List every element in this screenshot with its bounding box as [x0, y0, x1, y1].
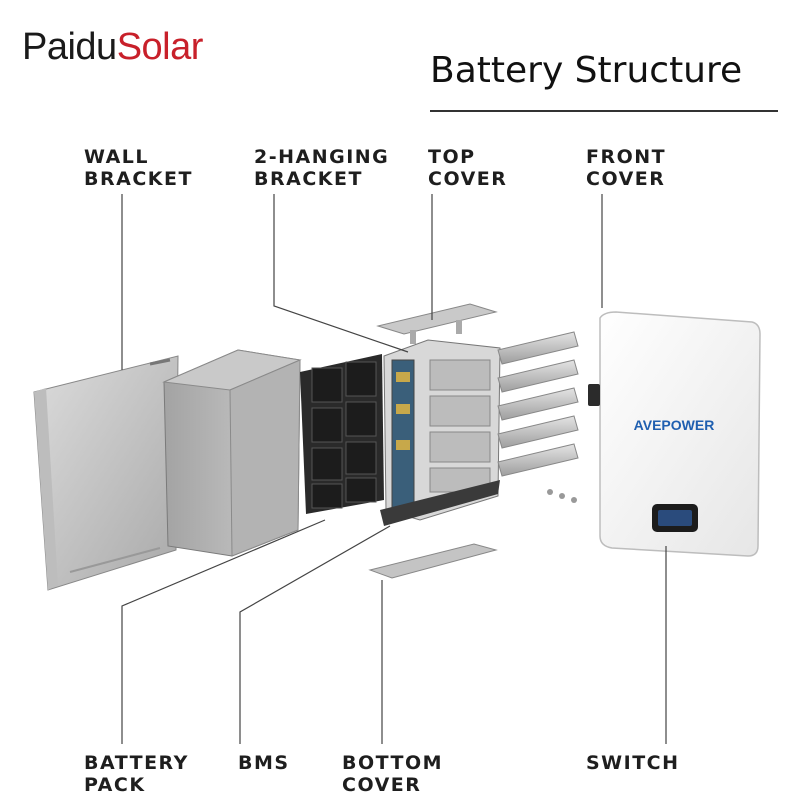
label-top-cover: TOP COVER [428, 146, 508, 190]
leader-bms [239, 525, 391, 744]
title-underline [430, 110, 778, 112]
leader-battery-pack [121, 519, 326, 744]
battery-pack-part [300, 354, 384, 514]
bms-frame-part [380, 339, 501, 526]
page-title: Battery Structure [430, 50, 743, 91]
brand-name-part2: Solar [116, 26, 204, 68]
side-switch [588, 384, 600, 406]
bottom-cover-part [368, 543, 498, 579]
leader-lines [121, 194, 667, 744]
label-bottom-cover: BOTTOM COVER [342, 752, 444, 796]
label-front-cover: FRONT COVER [586, 146, 667, 190]
label-battery-pack: BATTERY PACK [84, 752, 189, 796]
front-cover-part: AVEPOWER [588, 311, 761, 557]
label-hanging-bracket: 2-HANGING BRACKET [254, 146, 390, 190]
brand-logo: PaiduSolar [22, 26, 203, 69]
battery-case-part [162, 349, 302, 557]
brand-name-part1: Paidu [22, 26, 117, 68]
side-rails-part [497, 331, 579, 503]
label-switch: SWITCH [586, 752, 680, 774]
top-cover-part [376, 303, 498, 344]
label-bms: BMS [238, 752, 290, 774]
wall-bracket-part [33, 355, 179, 591]
leader-hanging-bracket [273, 194, 409, 353]
product-logo: AVEPOWER [634, 417, 715, 433]
label-wall-bracket: WALL BRACKET [84, 146, 193, 190]
